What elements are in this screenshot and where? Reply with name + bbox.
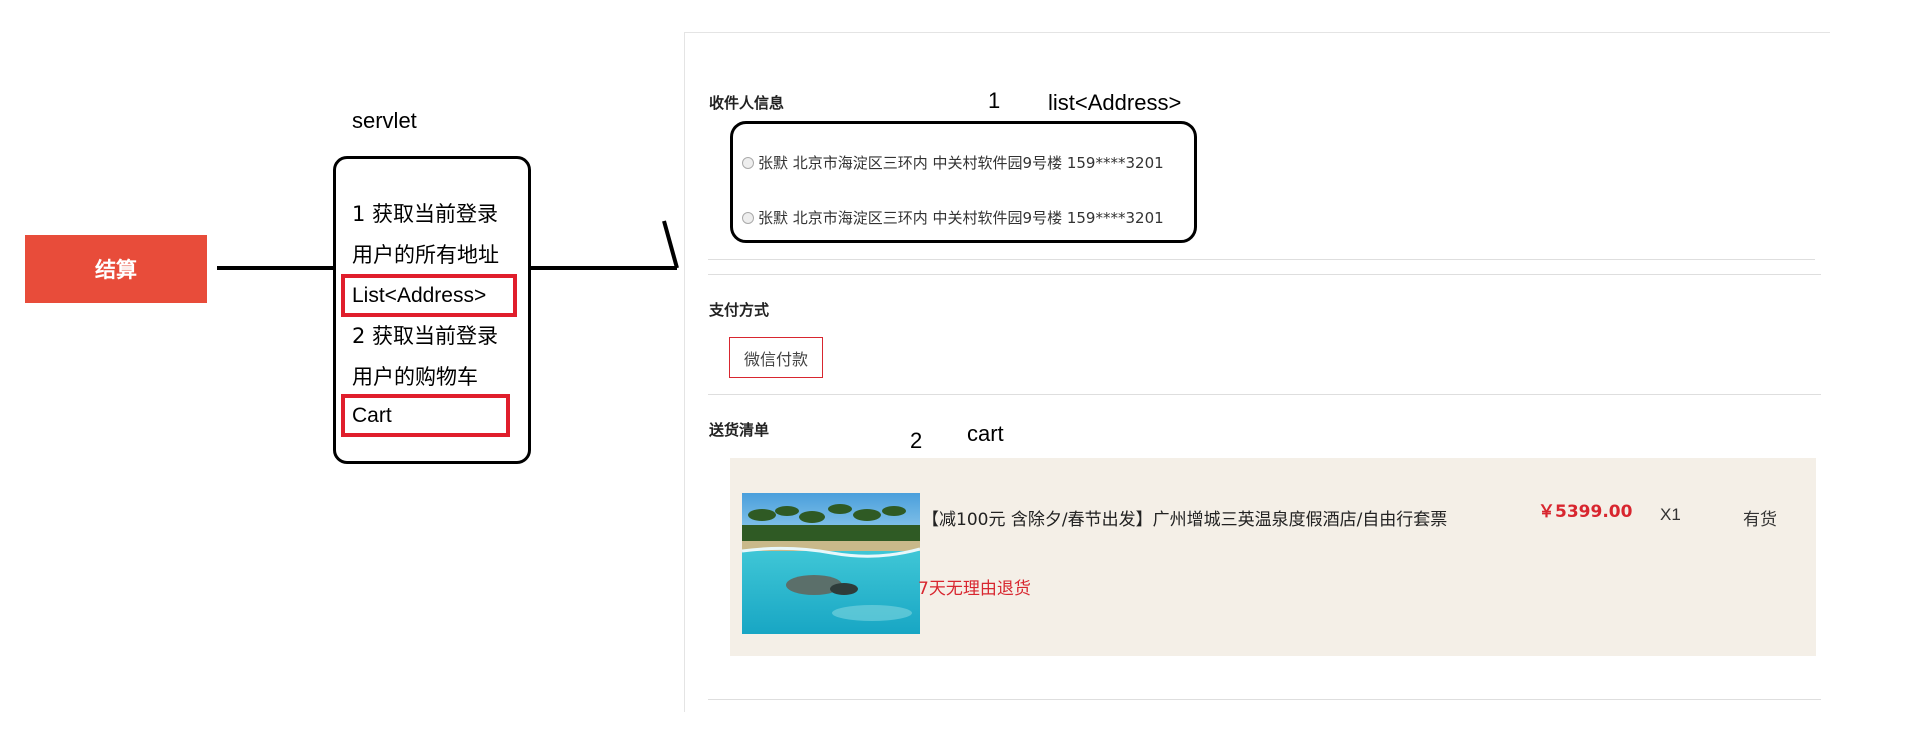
goods-title[interactable]: 【减100元 含除夕/春节出发】广州增城三英温泉度假酒店/自由行套票 xyxy=(922,510,1448,530)
recipient-info-title: 收件人信息 xyxy=(709,94,785,112)
annotation-address-list: list<Address> xyxy=(1048,90,1182,115)
delivery-list-title: 送货清单 xyxy=(709,421,770,439)
product-image[interactable] xyxy=(742,493,920,634)
goods-stock-status: 有货 xyxy=(1743,510,1777,530)
divider xyxy=(708,699,1821,700)
divider xyxy=(708,394,1821,395)
annotation-number-1: 1 xyxy=(988,88,1001,113)
radio-icon[interactable] xyxy=(742,211,754,224)
order-panel xyxy=(684,32,1830,712)
return-policy-badge: 7天无理由退货 xyxy=(918,579,1031,599)
servlet-step-2-line-1: 2 获取当前登录 xyxy=(352,324,499,348)
divider xyxy=(708,274,1821,275)
annotation-cart: cart xyxy=(967,421,1004,446)
radio-icon[interactable] xyxy=(742,156,754,169)
address-list-outline xyxy=(730,121,1197,243)
servlet-step-1-line-2: 用户的所有地址 xyxy=(352,243,499,267)
servlet-step-2-line-2: 用户的购物车 xyxy=(352,365,478,389)
servlet-step-1-line-1: 1 获取当前登录 xyxy=(352,202,499,226)
annotation-number-2: 2 xyxy=(910,428,923,453)
panel-bracket-line xyxy=(662,220,679,269)
divider xyxy=(708,259,1815,260)
goods-price: ￥5399.00 xyxy=(1538,502,1633,522)
cart-highlight xyxy=(341,394,510,437)
goods-quantity: X1 xyxy=(1660,505,1681,524)
servlet-address-list-type: List<Address> xyxy=(352,284,487,307)
address-option[interactable]: 张默 北京市海淀区三环内 中关村软件园9号楼 159****3201 xyxy=(742,152,1164,173)
address-option[interactable]: 张默 北京市海淀区三环内 中关村软件园9号楼 159****3201 xyxy=(742,207,1164,228)
wechat-pay-button[interactable]: 微信付款 xyxy=(729,337,823,378)
address-text: 张默 北京市海淀区三环内 中关村软件园9号楼 159****3201 xyxy=(758,209,1164,227)
servlet-label: servlet xyxy=(352,108,417,133)
address-text: 张默 北京市海淀区三环内 中关村软件园9号楼 159****3201 xyxy=(758,154,1164,172)
checkout-button[interactable]: 结算 xyxy=(25,235,207,303)
address-list-highlight xyxy=(341,274,517,317)
payment-method-title: 支付方式 xyxy=(709,301,770,319)
servlet-cart-type: Cart xyxy=(352,404,392,427)
servlet-box xyxy=(333,156,531,464)
